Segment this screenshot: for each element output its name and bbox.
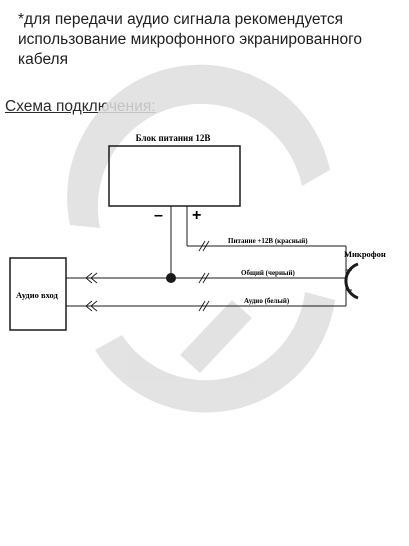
input-connectors [85, 272, 98, 312]
audio-input-box [9, 257, 67, 331]
power-block-label: Блок питания 12В [136, 133, 211, 143]
recommendation-note: *для передачи аудио сигнала рекомендуетс… [18, 11, 363, 68]
minus-terminal-label: – [154, 207, 163, 224]
wire-audio-label: Аудио (белый) [244, 297, 290, 305]
wiring [66, 206, 347, 307]
microphone-label: Микрофон [344, 249, 386, 259]
power-block-box [108, 145, 241, 207]
watermark-logo [67, 64, 335, 413]
microphone-icon [344, 262, 359, 300]
plus-terminal-label: + [192, 207, 201, 224]
wire-common-label: Общий (черный) [241, 269, 295, 277]
audio-input-label: Аудио вход [16, 290, 59, 300]
wire-power-label: Питание +12В (красный) [228, 237, 308, 245]
cable-break-marks [198, 240, 210, 312]
ground-junction [166, 273, 176, 283]
